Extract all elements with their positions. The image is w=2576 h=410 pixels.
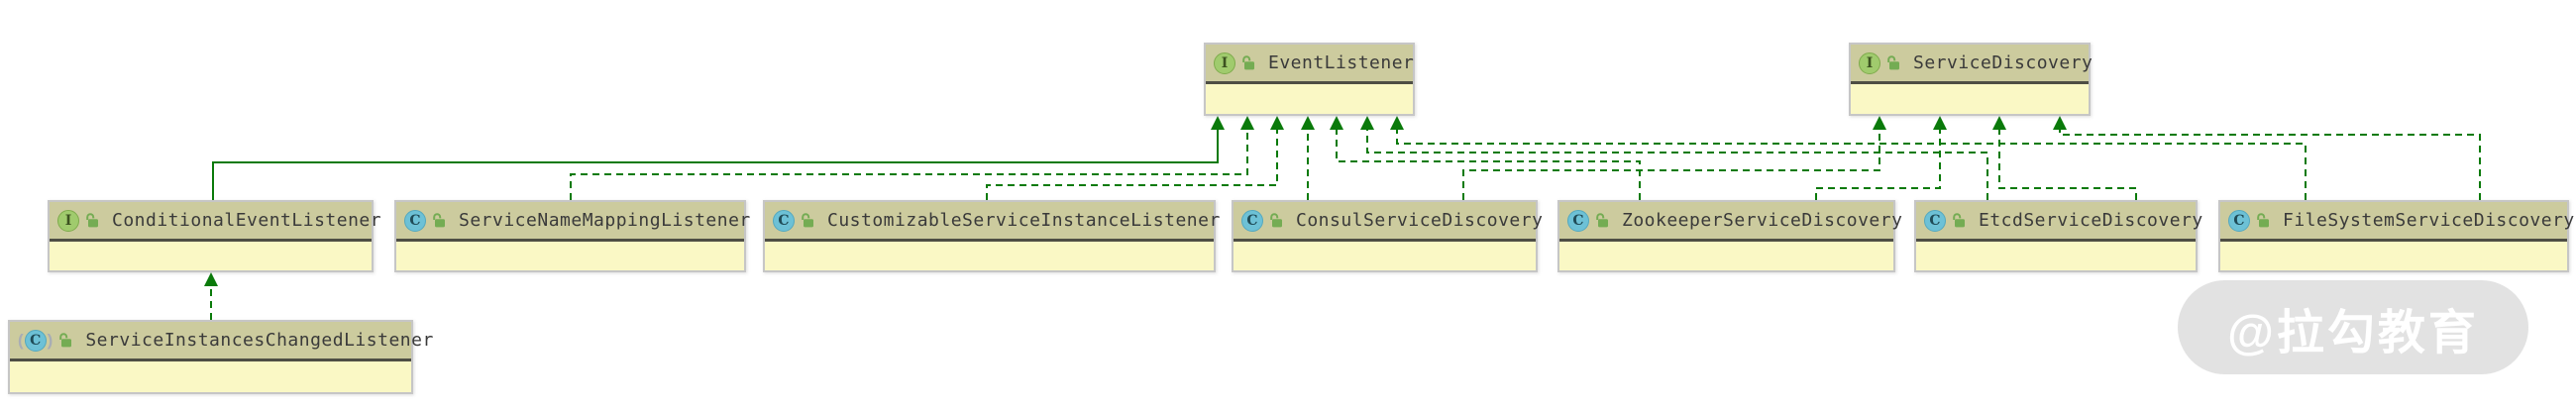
class-name-label: ZookeeperServiceDiscovery (1622, 210, 1903, 231)
inheritance-edge-ZookeeperServiceDiscovery-to-EventListener (1336, 129, 1641, 200)
node-header: C CustomizableServiceInstanceListener (765, 202, 1220, 242)
node-header: C ServiceNameMappingListener (396, 202, 750, 242)
class-name-label: FileSystemServiceDiscovery (2283, 210, 2575, 231)
arrowhead-icon (1301, 116, 1315, 130)
class-node-event-listener[interactable]: I EventListener (1204, 43, 1415, 116)
inheritance-edge-EtcdServiceDiscovery-to-ServiceDiscovery (1998, 129, 2137, 200)
class-name-label: ConditionalEventListener (112, 210, 382, 231)
inheritance-edge-ConsulServiceDiscovery-to-ServiceDiscovery (1462, 129, 1880, 200)
open-lock-icon (800, 212, 815, 229)
arrowhead-icon (1873, 116, 1886, 130)
node-fields-section (1234, 242, 1536, 270)
arrowhead-icon (2053, 116, 2067, 130)
watermark: @拉勾教育 (2178, 280, 2528, 374)
node-fields-section (1206, 84, 1413, 114)
inheritance-edge-FileSystemServiceDiscovery-to-EventListener (1396, 129, 2307, 200)
node-fields-section (1851, 84, 2089, 114)
node-header: I EventListener (1206, 45, 1415, 84)
class-icon: C (773, 209, 795, 232)
open-lock-icon (84, 212, 100, 229)
node-header: C FileSystemServiceDiscovery (2220, 202, 2574, 242)
class-icon: C (24, 329, 47, 352)
inheritance-edge-ConditionalEventListener-to-EventListener (212, 129, 1219, 200)
class-node-conditional-event-listener[interactable]: I ConditionalEventListener (48, 200, 381, 272)
arrowhead-icon (1360, 116, 1374, 130)
class-name-label: ServiceInstancesChangedListener (85, 330, 434, 351)
arrowhead-icon (1211, 116, 1225, 130)
class-node-etcd-service-discovery[interactable]: C EtcdServiceDiscovery (1914, 200, 2202, 272)
class-icon: C (1567, 209, 1589, 232)
inheritance-edge-ZookeeperServiceDiscovery-to-ServiceDiscovery (1815, 129, 1941, 200)
arrowhead-icon (1390, 116, 1404, 130)
arrowhead-icon (1330, 116, 1343, 130)
inheritance-edge-CustomizableServiceInstanceListener-to-EventListener (986, 129, 1278, 200)
node-header: I ServiceDiscovery (1851, 45, 2093, 84)
arrowhead-icon (1270, 116, 1284, 130)
class-name-label: ServiceNameMappingListener (459, 210, 751, 231)
class-icon: C (1241, 209, 1263, 232)
class-name-label: EtcdServiceDiscovery (1979, 210, 2203, 231)
node-fields-section (50, 242, 372, 270)
class-node-zookeeper-service-discovery[interactable]: C ZookeeperServiceDiscovery (1557, 200, 1902, 272)
class-icon: C (2228, 209, 2250, 232)
node-header: I ConditionalEventListener (50, 202, 381, 242)
node-header: C ZookeeperServiceDiscovery (1559, 202, 1902, 242)
class-node-service-discovery[interactable]: I ServiceDiscovery (1849, 43, 2093, 116)
open-lock-icon (1951, 212, 1967, 229)
node-fields-section (396, 242, 744, 270)
node-header: C ConsulServiceDiscovery (1234, 202, 1543, 242)
class-node-customizable-service-instance-listener[interactable]: C CustomizableServiceInstanceListener (763, 200, 1220, 272)
class-icon: C (1924, 209, 1946, 232)
class-node-consul-service-discovery[interactable]: C ConsulServiceDiscovery (1232, 200, 1543, 272)
node-fields-section (765, 242, 1214, 270)
node-fields-section (1916, 242, 2196, 270)
class-name-label: CustomizableServiceInstanceListener (827, 210, 1221, 231)
class-node-service-name-mapping-listener[interactable]: C ServiceNameMappingListener (394, 200, 750, 272)
class-name-label: ConsulServiceDiscovery (1296, 210, 1544, 231)
decorator-paren-icon: ) (47, 330, 54, 350)
arrowhead-icon (1933, 116, 1947, 130)
node-fields-section (10, 361, 411, 392)
interface-icon: I (1214, 51, 1235, 74)
open-lock-icon (1240, 54, 1256, 71)
node-header: (C) ServiceInstancesChangedListener (10, 322, 433, 361)
class-name-label: EventListener (1268, 52, 1415, 73)
open-lock-icon (1268, 212, 1284, 229)
open-lock-icon (57, 332, 73, 349)
interface-icon: I (57, 209, 79, 232)
open-lock-icon (1594, 212, 1610, 229)
class-node-service-instances-changed-listener[interactable]: (C) ServiceInstancesChangedListener (8, 320, 433, 394)
arrowhead-icon (1240, 116, 1254, 130)
class-name-label: ServiceDiscovery (1913, 52, 2093, 73)
interface-icon: I (1859, 51, 1880, 74)
node-header: C EtcdServiceDiscovery (1916, 202, 2202, 242)
class-icon: C (404, 209, 426, 232)
decorator-paren-icon: ( (18, 330, 24, 350)
node-fields-section (1559, 242, 1893, 270)
inheritance-edge-ServiceNameMappingListener-to-EventListener (570, 129, 1248, 200)
open-lock-icon (2255, 212, 2271, 229)
arrowhead-icon (204, 272, 218, 286)
inheritance-edge-EtcdServiceDiscovery-to-EventListener (1366, 129, 1988, 200)
inheritance-edge-FileSystemServiceDiscovery-to-ServiceDiscovery (2059, 129, 2481, 200)
class-node-file-system-service-discovery[interactable]: C FileSystemServiceDiscovery (2218, 200, 2574, 272)
open-lock-icon (431, 212, 447, 229)
arrowhead-icon (1992, 116, 2006, 130)
open-lock-icon (1885, 54, 1901, 71)
node-fields-section (2220, 242, 2567, 270)
